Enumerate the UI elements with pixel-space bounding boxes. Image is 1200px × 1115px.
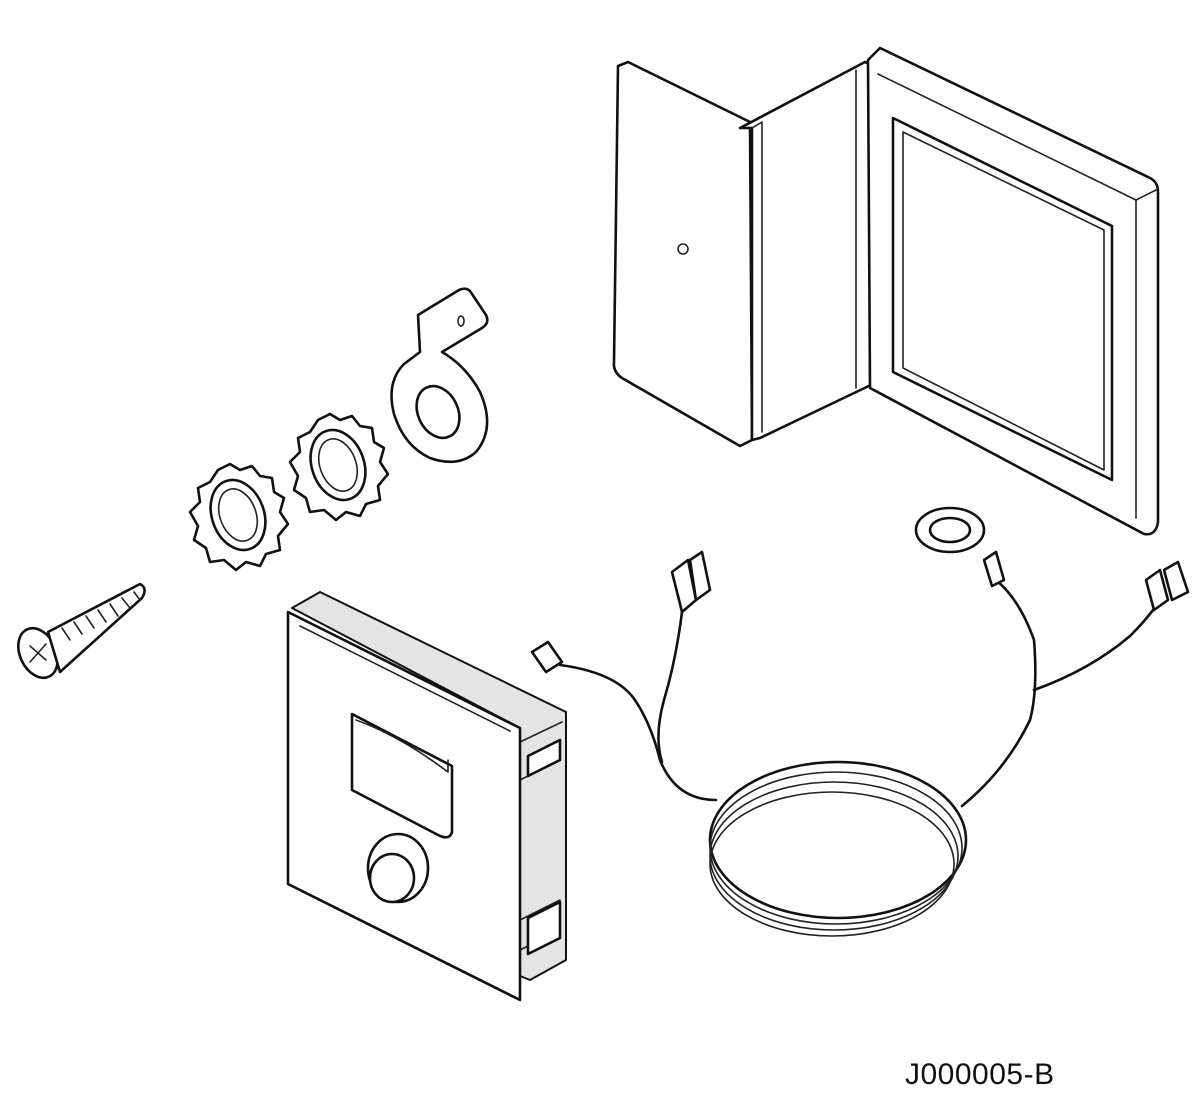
- figure-id-label: J000005-B: [905, 1058, 1055, 1091]
- screw: [17, 582, 146, 680]
- lock-washer: [188, 462, 290, 572]
- wiring-harness: [530, 506, 1190, 937]
- mounting-bracket: [612, 46, 1160, 536]
- switch-module: [286, 591, 567, 1002]
- ring-terminal: [390, 287, 489, 464]
- lock-washer: [288, 412, 390, 522]
